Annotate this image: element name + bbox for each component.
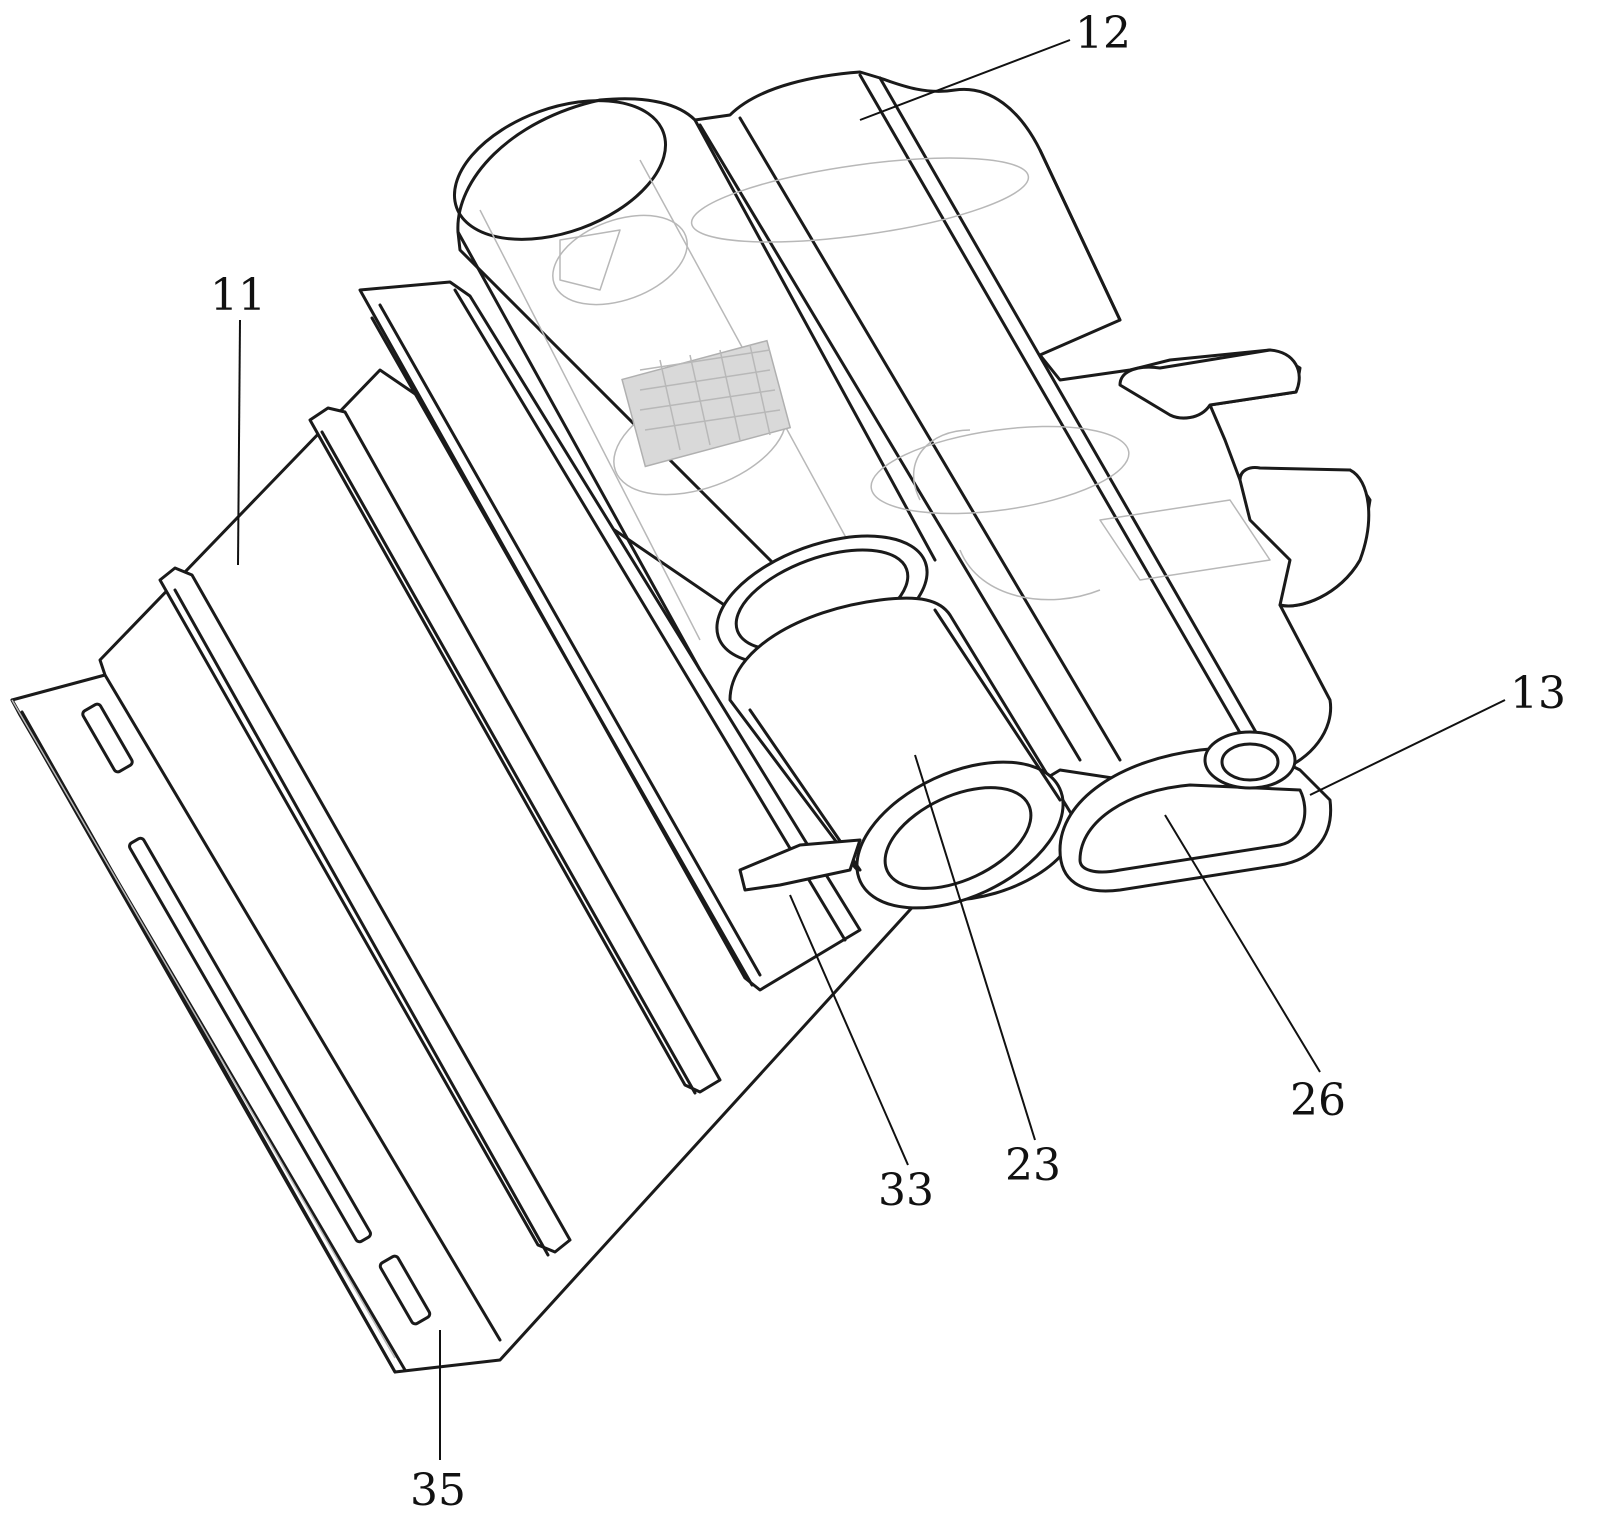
callout-33: 33 xyxy=(878,1165,934,1216)
callout-26: 26 xyxy=(1290,1075,1346,1126)
base-plate xyxy=(10,368,1012,1374)
tube-26 xyxy=(1058,730,1333,893)
internal-mesh xyxy=(621,339,792,468)
right-tabs xyxy=(1118,348,1371,608)
rib-1 xyxy=(158,566,572,1257)
leader-lines xyxy=(237,39,1506,1460)
callout-23: 23 xyxy=(1005,1140,1061,1191)
rib-2 xyxy=(308,406,722,1095)
callout-13: 13 xyxy=(1510,668,1566,719)
tab-33 xyxy=(738,838,862,892)
base-slots xyxy=(81,702,432,1326)
callout-11: 11 xyxy=(210,270,266,321)
callout-12: 12 xyxy=(1075,8,1131,59)
tube-23 xyxy=(715,534,1077,910)
rib-3 xyxy=(358,280,862,992)
callout-35: 35 xyxy=(410,1465,466,1516)
